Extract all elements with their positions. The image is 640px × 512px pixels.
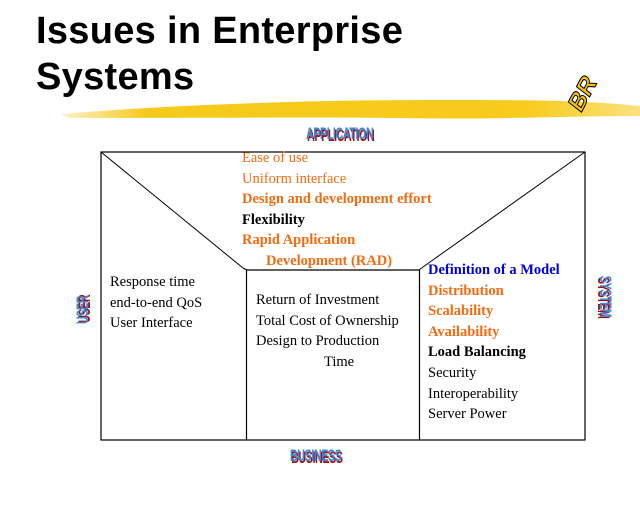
system-item: Distribution [428, 282, 504, 299]
left-diagonal [100, 151, 244, 269]
title-line-1: Issues in Enterprise [36, 10, 404, 52]
application-item: Flexibility [242, 211, 305, 228]
system-item: Interoperability [428, 385, 519, 402]
business-label: BUSINESS [290, 446, 342, 465]
title-line-2: Systems [36, 56, 195, 98]
system-item: Scalability [428, 303, 494, 320]
left-notch [242, 267, 248, 271]
right-notch [418, 266, 424, 271]
application-item: Uniform interface [242, 170, 347, 187]
application-item: Development (RAD) [266, 252, 393, 269]
user-list: Response time end-to-end QoS User Interf… [110, 272, 202, 334]
application-label: APPLICATION [306, 124, 374, 143]
system-item: Load Balancing [428, 344, 526, 361]
application-list: Ease of use Uniform interface Design and… [242, 148, 432, 272]
user-item: User Interface [110, 315, 193, 332]
user-label: USER [73, 295, 92, 325]
application-item: Rapid Application [242, 232, 356, 249]
slide-title: Issues in Enterprise Systems [36, 8, 403, 100]
application-item: Design and development effort [242, 191, 432, 208]
highlighter-stroke [60, 100, 640, 119]
system-item: Availability [428, 323, 500, 340]
business-item: Design to Production [256, 333, 380, 350]
system-item: Security [428, 364, 477, 381]
system-list: Definition of a Model Distribution Scala… [428, 260, 560, 425]
outer-box [100, 151, 586, 441]
right-diagonal [422, 151, 586, 268]
system-item: Server Power [428, 406, 507, 423]
business-item: Total Cost of Ownership [256, 312, 399, 329]
system-item: Definition of a Model [428, 262, 560, 278]
business-list: Return of Investment Total Cost of Owner… [256, 290, 399, 372]
business-item: Return of Investment [256, 292, 380, 308]
user-item: Response time [110, 274, 195, 290]
system-label: SYSTEM [596, 275, 615, 318]
application-item: Ease of use [242, 150, 309, 166]
business-item: Time [324, 353, 355, 370]
user-item: end-to-end QoS [110, 294, 203, 311]
